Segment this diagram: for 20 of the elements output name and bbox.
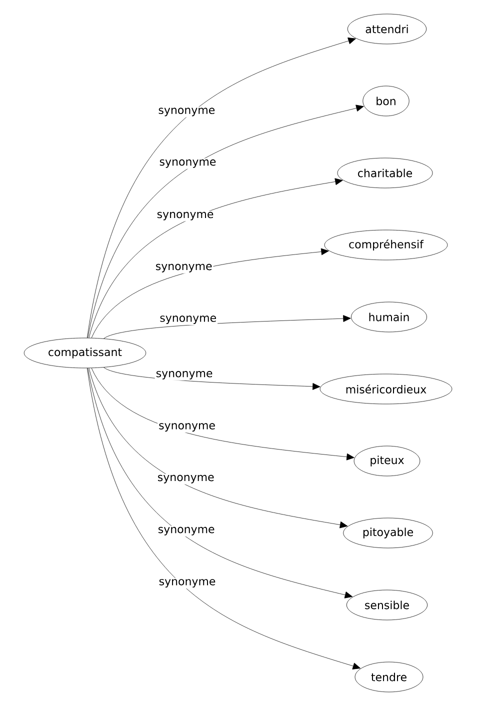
arrow <box>88 368 348 528</box>
edge-label: synonyme <box>158 158 218 169</box>
arrow <box>86 38 356 338</box>
arrow <box>104 367 320 390</box>
edge-label: synonyme <box>156 474 216 484</box>
arrow <box>91 248 329 338</box>
arrow <box>91 368 354 460</box>
arrow <box>104 315 351 339</box>
arrow <box>88 104 364 338</box>
edge-label: synonyme <box>158 578 217 589</box>
edge-label: synonyme <box>156 210 215 222</box>
edge-label: synonyme <box>158 314 218 326</box>
edge-label: synonyme <box>154 262 214 274</box>
arrow <box>88 368 353 598</box>
edge-label: synonyme <box>157 106 216 118</box>
edge-label: synonyme <box>158 422 216 433</box>
arrow <box>88 178 343 338</box>
edge-label: synonyme <box>156 526 216 536</box>
edge-label: synonyme <box>154 370 214 380</box>
arrow <box>86 368 361 670</box>
